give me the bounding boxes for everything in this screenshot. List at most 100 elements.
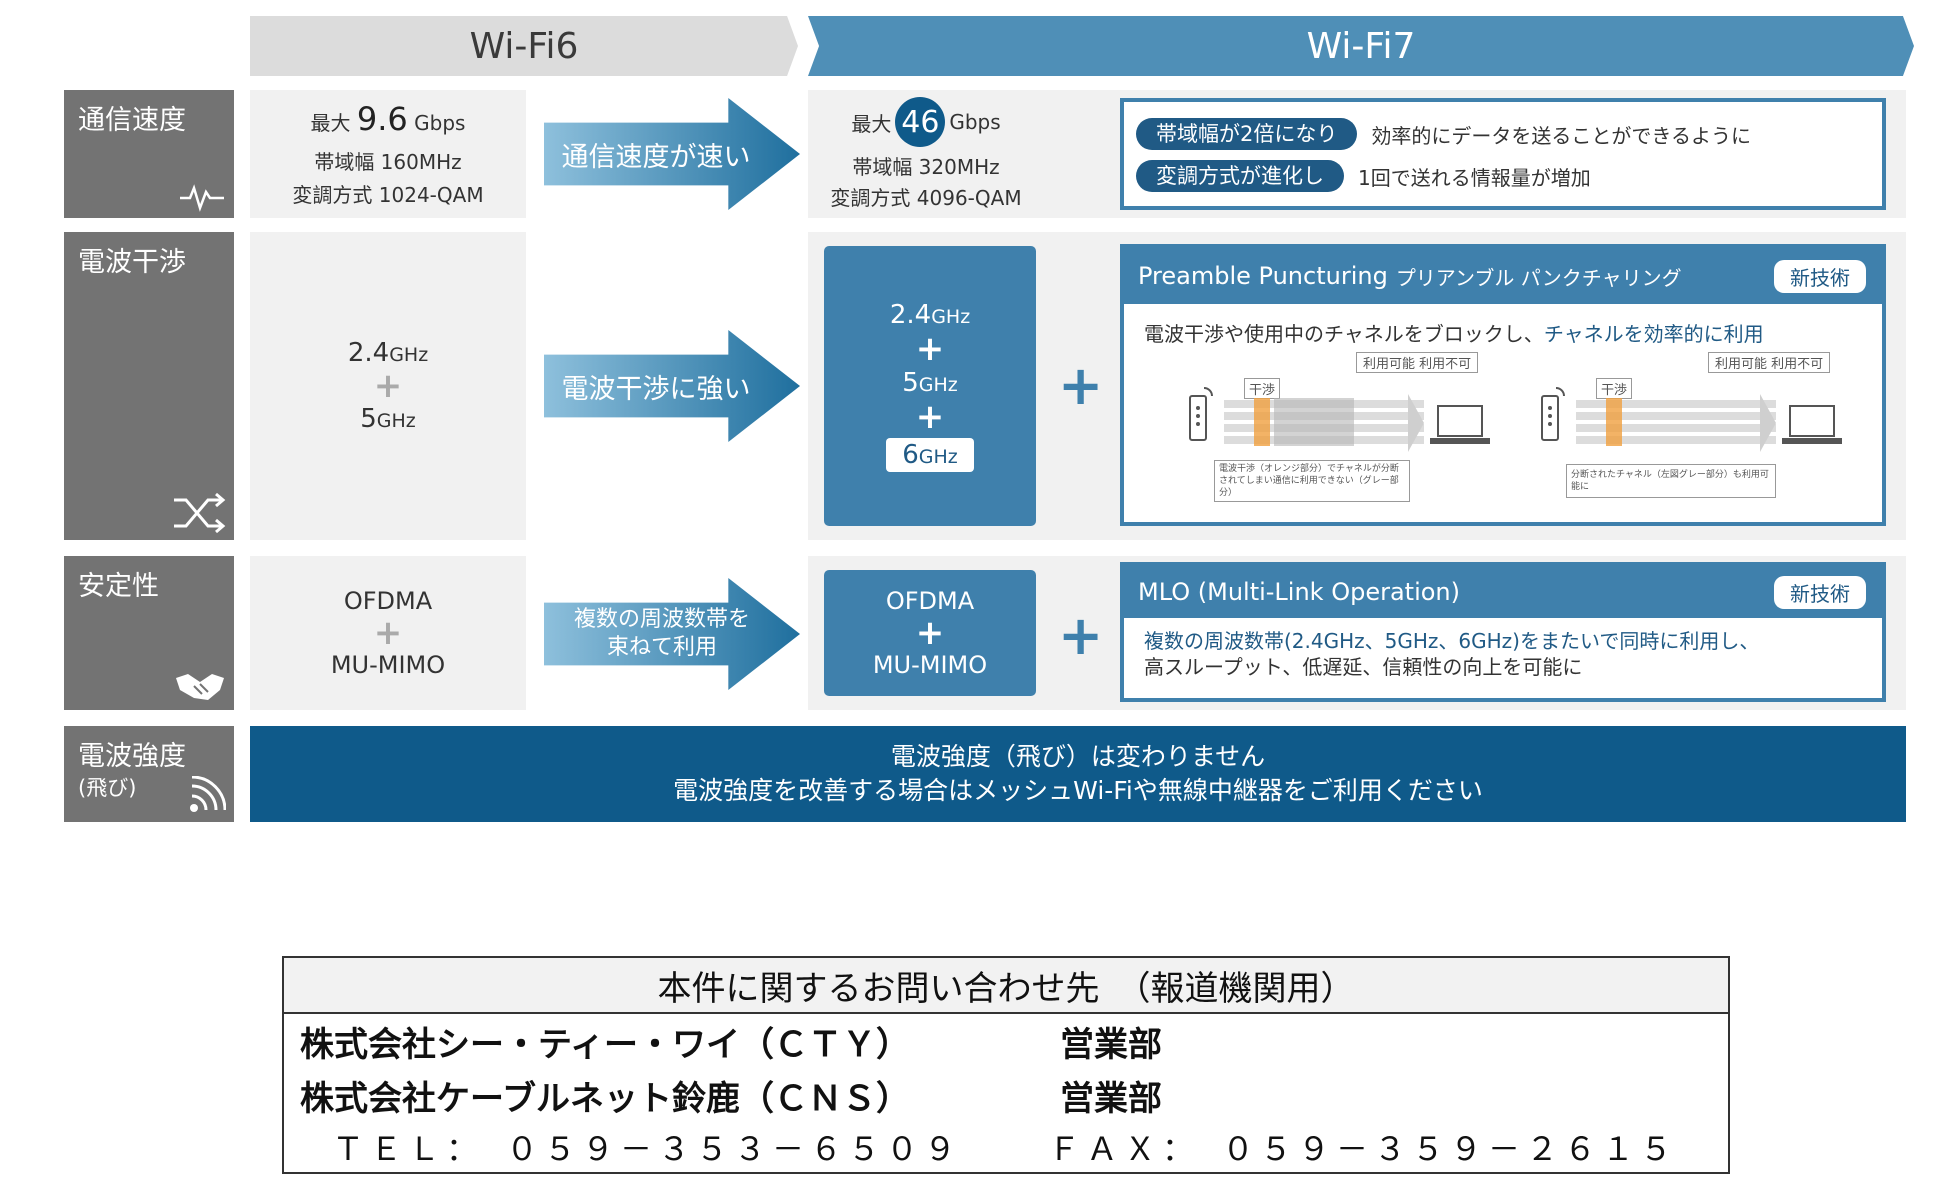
band-num: 6 <box>902 440 919 470</box>
department: 営業部 <box>1060 1078 1162 1119</box>
legend-ng: 利用不可 <box>1771 357 1824 372</box>
row-label-text: 安定性 <box>78 571 159 602</box>
preamble-desc: 電波干渉や使用中のチャネルをブロックし、チャネルを効率的に利用 <box>1124 304 1882 347</box>
diagram-left: 利用可能 利用不可 干渉 電波干渉（オレンジ部分）でチャネルが分断されてしまい通… <box>1184 352 1494 502</box>
row-label-text: 電波干渉 <box>78 247 186 278</box>
preamble-title-ja: プリアンブル パンクチャリング <box>1395 265 1682 290</box>
detail-pill: 変調方式が進化し <box>1136 160 1344 192</box>
wifi7-header-text: Wi-Fi7 <box>1306 25 1416 67</box>
speed-detail-item: 変調方式が進化し 1回で送れる情報量が増加 <box>1136 160 1870 192</box>
row-label-text: 通信速度 <box>78 105 186 136</box>
max-unit: Gbps <box>414 111 466 135</box>
legend-ng: 利用不可 <box>1419 357 1472 372</box>
wifi7-stability-box: OFDMA + MU-MIMO <box>824 570 1036 696</box>
row-label-speed: 通信速度 <box>64 90 234 218</box>
wifi6-header-text: Wi-Fi6 <box>469 25 579 67</box>
interference-arrow-text: 電波干渉に強い <box>561 373 751 405</box>
interference-tag: 干渉 <box>1596 378 1633 399</box>
signal-icon <box>190 776 226 812</box>
strength-line: 電波強度（飛び）は変わりません <box>890 742 1266 771</box>
channel-bars-left <box>1224 394 1424 452</box>
band-unit: GHz <box>918 374 958 396</box>
contact-phone-row: ＴＥＬ： ０５９－３５３－６５０９ ＦＡＸ： ０５９－３５９－２６１５ <box>284 1122 1728 1172</box>
contact-row: 株式会社シー・ティー・ワイ（ＣＴＹ） 営業部 <box>284 1014 1728 1068</box>
company-name: 株式会社ケーブルネット鈴鹿（ＣＮＳ） <box>300 1078 910 1119</box>
max-unit: Gbps <box>949 110 1001 134</box>
ofdma-text: OFDMA <box>885 587 975 615</box>
band-num: 2.4 <box>347 338 390 368</box>
row-label-interference: 電波干渉 <box>64 232 234 540</box>
plus-sign: + <box>373 613 403 653</box>
plus-sign: + <box>915 613 945 653</box>
plus-sign: + <box>915 329 945 369</box>
detail-text: 1回で送れる情報量が増加 <box>1358 165 1591 190</box>
legend-ok: 利用可能 <box>1715 357 1768 372</box>
detail-text: 効率的にデータを送ることができるように <box>1371 123 1751 148</box>
modulation: 変調方式 4096-QAM <box>830 186 1022 210</box>
row-label-text: 電波強度 <box>78 741 186 772</box>
speed-arrow: 通信速度が速い <box>544 98 800 210</box>
speed-arrow-text: 通信速度が速い <box>561 141 751 173</box>
company-name: 株式会社シー・ティー・ワイ（ＣＴＹ） <box>300 1024 910 1065</box>
preamble-title-bar: Preamble Puncturing プリアンブル パンクチャリング 新技術 <box>1124 248 1882 304</box>
band-num: 5 <box>360 404 377 434</box>
shuffle-icon <box>174 492 226 534</box>
wifi7-header: Wi-Fi7 <box>808 16 1914 76</box>
router-icon <box>1541 387 1565 441</box>
pulse-icon <box>180 184 224 212</box>
band-num: 5 <box>902 368 919 398</box>
bandwidth: 帯域幅 320MHz <box>852 155 1000 179</box>
modulation: 変調方式 1024-QAM <box>292 183 484 207</box>
row-label-stability: 安定性 <box>64 556 234 710</box>
max-value: 9.6 <box>356 100 408 138</box>
mumimo-text: MU-MIMO <box>330 651 446 679</box>
tel-number: ＴＥＬ： ０５９－３５３－６５０９ <box>332 1130 963 1168</box>
contact-row: 株式会社ケーブルネット鈴鹿（ＣＮＳ） 営業部 <box>284 1068 1728 1122</box>
diagram-caption: 電波干渉（オレンジ部分）でチャネルが分断されてしまい通信に利用できない（グレー部… <box>1214 460 1410 502</box>
wifi7-band-box: 2.4GHz + 5GHz + 6GHz <box>824 246 1036 526</box>
strength-line: 電波強度を改善する場合はメッシュWi-Fiや無線中継器をご利用ください <box>673 776 1483 805</box>
mlo-desc: 複数の周波数帯(2.4GHz、5GHz、6GHz)をまたいで同時に利用し、 高ス… <box>1124 618 1882 680</box>
preamble-desc-b: チャネルを効率的に利用 <box>1543 322 1764 346</box>
wifi7-speed-cell: 最大 46 Gbps 帯域幅 320MHz 変調方式 4096-QAM <box>820 94 1032 214</box>
mumimo-text: MU-MIMO <box>872 651 988 679</box>
handshake-icon <box>176 674 224 700</box>
speed-detail-box: 帯域幅が2倍になり効率的にデータを送ることができるように 変調方式が進化し 1回で… <box>1120 98 1886 210</box>
speed-detail-item: 帯域幅が2倍になり効率的にデータを送ることができるように <box>1136 118 1870 150</box>
mlo-desc-line: 高スループット、低遅延、信頼性の向上を可能に <box>1144 655 1583 679</box>
channel-legend: 利用可能 利用不可 <box>1708 352 1831 373</box>
stability-arrow: 複数の周波数帯を束ねて利用 <box>544 578 800 690</box>
join-plus: + <box>1058 354 1104 417</box>
row-label-strength: 電波強度 (飛び) <box>64 726 234 822</box>
diagram-caption: 分断されたチャネル（左図グレー部分）も利用可能に <box>1566 464 1776 498</box>
join-plus: + <box>1058 604 1104 667</box>
wifi6-header: Wi-Fi6 <box>250 16 798 76</box>
channel-legend: 利用可能 利用不可 <box>1356 352 1479 373</box>
arrow-line: 複数の周波数帯を <box>573 607 750 632</box>
channel-bars-right <box>1576 394 1776 452</box>
interference-arrow: 電波干渉に強い <box>544 330 800 442</box>
band-num: 2.4 <box>889 300 932 330</box>
diagram-right: 利用可能 利用不可 干渉 分断されたチャネル（左図グレー部分）も利用可能に <box>1536 352 1846 502</box>
plus-sign: + <box>373 366 403 406</box>
max-prefix: 最大 <box>851 111 892 136</box>
bandwidth: 帯域幅 160MHz <box>314 150 462 174</box>
fax-number: ＦＡＸ： ０５９－３５９－２６１５ <box>1048 1130 1679 1168</box>
wifi6-band-cell: 2.4GHz + 5GHz <box>250 232 526 540</box>
contact-header: 本件に関するお問い合わせ先 （報道機関用） <box>284 958 1728 1014</box>
band-unit: GHz <box>931 306 971 328</box>
band-unit: GHz <box>376 410 416 432</box>
router-icon <box>1189 387 1213 441</box>
mlo-desc-line: 複数の周波数帯(2.4GHz、5GHz、6GHz)をまたいで同時に利用し、 <box>1144 629 1760 653</box>
band-unit: GHz <box>389 344 429 366</box>
new-tech-badge: 新技術 <box>1774 260 1866 293</box>
legend-ok: 利用可能 <box>1363 357 1416 372</box>
arrow-line: 束ねて利用 <box>606 635 717 660</box>
ofdma-text: OFDMA <box>343 587 433 615</box>
band-unit: GHz <box>918 446 958 468</box>
row-label-sub: (飛び) <box>78 776 137 800</box>
preamble-puncturing-box: Preamble Puncturing プリアンブル パンクチャリング 新技術 … <box>1120 244 1886 526</box>
plus-sign: + <box>915 397 945 437</box>
detail-pill: 帯域幅が2倍になり <box>1136 118 1358 150</box>
mlo-title: MLO (Multi-Link Operation) <box>1138 578 1461 606</box>
